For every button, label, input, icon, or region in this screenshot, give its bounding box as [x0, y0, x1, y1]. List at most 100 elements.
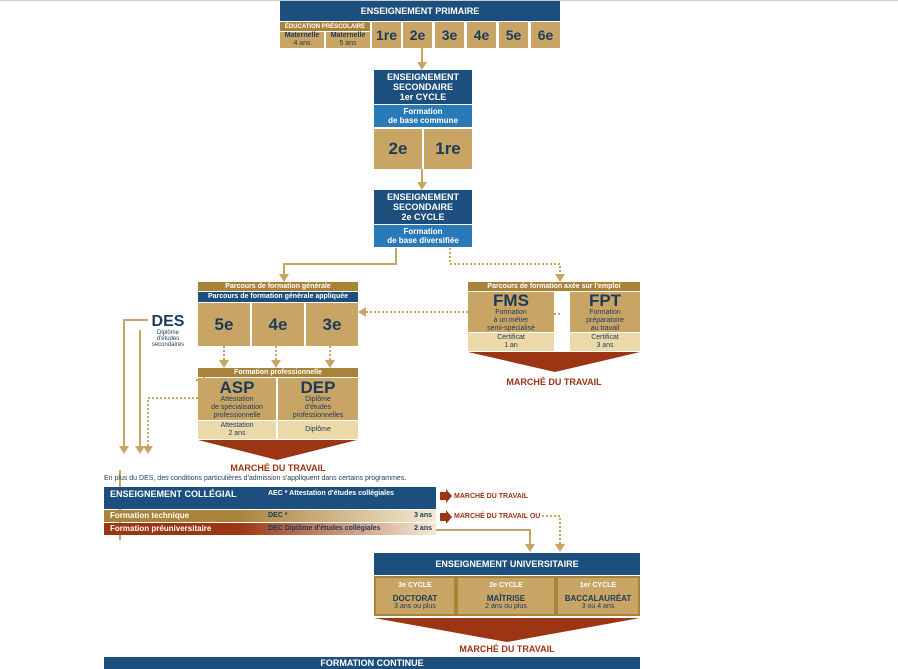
university-cycle-1-label: 1er CYCLE [579, 581, 617, 589]
university-baccalaureat: BACCALAURÉAT [564, 593, 632, 603]
professional-market: MARCHÉ DU TRAVAIL [230, 463, 326, 473]
primary-grade-3: 3e [435, 22, 464, 48]
college-preu-label: Formation préuniversitaire [110, 524, 212, 533]
preschool-label: ÉDUCATION PRÉSCOLAIRE [280, 22, 370, 31]
professional-title: Formation professionnelle [198, 368, 358, 377]
continuing-education: FORMATION CONTINUE [104, 657, 640, 669]
employment-market: MARCHÉ DU TRAVAIL [506, 377, 602, 387]
fpt-cert: Certificat 3 ans [570, 333, 640, 351]
college-tech-label: Formation technique [110, 511, 190, 520]
fms-cert-duration: 1 an [504, 342, 518, 349]
college-tech-dec: DEC * [268, 512, 288, 519]
des-desc-3: secondaires [151, 342, 185, 348]
college-preu-row: Formation préuniversitaire DEC Diplôme d… [104, 523, 436, 535]
fpt-cert-duration: 3 ans [596, 342, 614, 349]
maternelle-5-cell: Maternelle 5 ans [326, 32, 370, 48]
dep-line1: Diplôme [305, 395, 331, 403]
sec1-title-line2: SECONDAIRE [392, 82, 453, 92]
sec1-formation-line2: de base commune [388, 116, 458, 125]
sec2-formation-line1: Formation [403, 227, 443, 236]
primary-title: ENSEIGNEMENT PRIMAIRE [280, 1, 560, 21]
employment-title: Parcours de formation axée sur l'emploi [468, 282, 640, 291]
university-market: MARCHÉ DU TRAVAIL [459, 644, 555, 654]
college-preu-duration: 2 ans [414, 525, 432, 532]
primary-grade-5: 5e [499, 22, 528, 48]
primary-grade-6: 6e [531, 22, 560, 48]
college-tech-row: Formation technique DEC * 3 ans [104, 510, 436, 522]
sec1-title: ENSEIGNEMENT SECONDAIRE 1er CYCLE [374, 70, 472, 104]
maternelle-5-age: 5 ans [339, 40, 357, 47]
college-title: ENSEIGNEMENT COLLÉGIAL [110, 489, 237, 499]
sec2-title-line2: SECONDAIRE [392, 202, 453, 212]
college-aec: AEC * Attestation d'études collégiales [268, 490, 394, 497]
general-grade-3: 3e [306, 303, 358, 346]
fms-cert-label: Certificat [497, 334, 525, 341]
general-grade-5: 5e [198, 303, 250, 346]
fpt-line3: au travail [590, 324, 620, 332]
market-chevron-university [374, 618, 640, 642]
sec1-title-line1: ENSEIGNEMENT [386, 72, 459, 82]
asp-line3: professionnelle [213, 411, 261, 419]
general-title: Parcours de formation générale [198, 282, 358, 291]
asp-line1: Attestation [220, 395, 254, 403]
des-label: DES Diplôme d'études secondaires [148, 314, 188, 350]
sec1-title-line3: 1er CYCLE [399, 92, 447, 102]
maternelle-4-age: 4 ans [293, 40, 311, 47]
university-cycle-2: 2e CYCLE MAÎTRISE 2 ans ou plus [458, 578, 554, 614]
des-desc-2: d'études [156, 336, 180, 342]
dep-box: DEP Diplôme d'études professionnelles [278, 378, 358, 420]
asp-cert: Attestation 2 ans [198, 421, 276, 439]
general-applied-title: Parcours de formation générale appliquée [198, 292, 358, 302]
fpt-cert-label: Certificat [591, 334, 619, 341]
university-baccalaureat-duration: 3 ou 4 ans [581, 602, 615, 610]
fms-box: FMS Formation à un métier semi-spécialis… [468, 292, 554, 332]
sec2-title: ENSEIGNEMENT SECONDAIRE 2e CYCLE [374, 190, 472, 224]
college-row: ENSEIGNEMENT COLLÉGIAL AEC * Attestation… [104, 487, 436, 509]
des-acronym: DES [151, 313, 185, 330]
sec2-title-line3: 2e CYCLE [401, 212, 445, 222]
dep-cert: Diplôme [278, 421, 358, 439]
asp-cert-label: Attestation [220, 422, 254, 429]
university-cycle-1: 1er CYCLE BACCALAURÉAT 3 ou 4 ans [558, 578, 638, 614]
fms-cert: Certificat 1 an [468, 333, 554, 351]
primary-grade-1: 1re [372, 22, 401, 48]
sec1-formation-line1: Formation [403, 107, 443, 116]
university-doctorat: DOCTORAT [392, 593, 438, 603]
sec1-grade-2: 2e [374, 129, 422, 169]
fms-line3: semi-spécialisé [487, 324, 535, 332]
university-cycle-3: 3e CYCLE DOCTORAT 3 ans ou plus [376, 578, 454, 614]
primary-grade-4: 4e [467, 22, 496, 48]
asp-line2: de spécialisation [211, 403, 263, 411]
sec2-formation: Formation de base diversifiée [374, 225, 472, 247]
sec1-formation: Formation de base commune [374, 105, 472, 127]
maternelle-4-label: Maternelle [284, 32, 320, 39]
fpt-acronym: FPT [588, 290, 622, 310]
asp-acronym: ASP [219, 377, 255, 397]
dep-line2: d'études [304, 403, 332, 411]
university-maitrise: MAÎTRISE [486, 593, 526, 603]
university-title: ENSEIGNEMENT UNIVERSITAIRE [374, 553, 640, 575]
college-market-1: MARCHÉ DU TRAVAIL [454, 493, 529, 500]
top-rule [0, 0, 898, 1]
college-market-2: MARCHÉ DU TRAVAIL OU [454, 513, 541, 520]
maternelle-5-label: Maternelle [330, 32, 366, 39]
college-preu-dec: DEC Diplôme d'études collégiales [268, 525, 381, 532]
market-chevron-professional [198, 440, 357, 460]
fms-acronym: FMS [493, 290, 529, 310]
fms-line1: Formation [495, 308, 527, 316]
fpt-line2: préparatoire [586, 316, 624, 324]
sec2-formation-line2: de base diversifiée [387, 236, 459, 245]
dep-line3: professionnelles [292, 411, 344, 419]
university-cycle-3-label: 3e CYCLE [398, 581, 432, 589]
fms-line2: à un métier [493, 316, 529, 324]
asp-box: ASP Attestation de spécialisation profes… [198, 378, 276, 420]
university-cycle-2-label: 2e CYCLE [489, 581, 523, 589]
university-maitrise-duration: 2 ans ou plus [485, 602, 527, 610]
sec2-title-line1: ENSEIGNEMENT [386, 192, 459, 202]
maternelle-4-cell: Maternelle 4 ans [280, 32, 324, 48]
college-tech-duration: 3 ans [414, 512, 432, 519]
general-grade-4: 4e [252, 303, 304, 346]
university-doctorat-duration: 3 ans ou plus [394, 602, 436, 610]
dep-acronym: DEP [300, 377, 336, 397]
